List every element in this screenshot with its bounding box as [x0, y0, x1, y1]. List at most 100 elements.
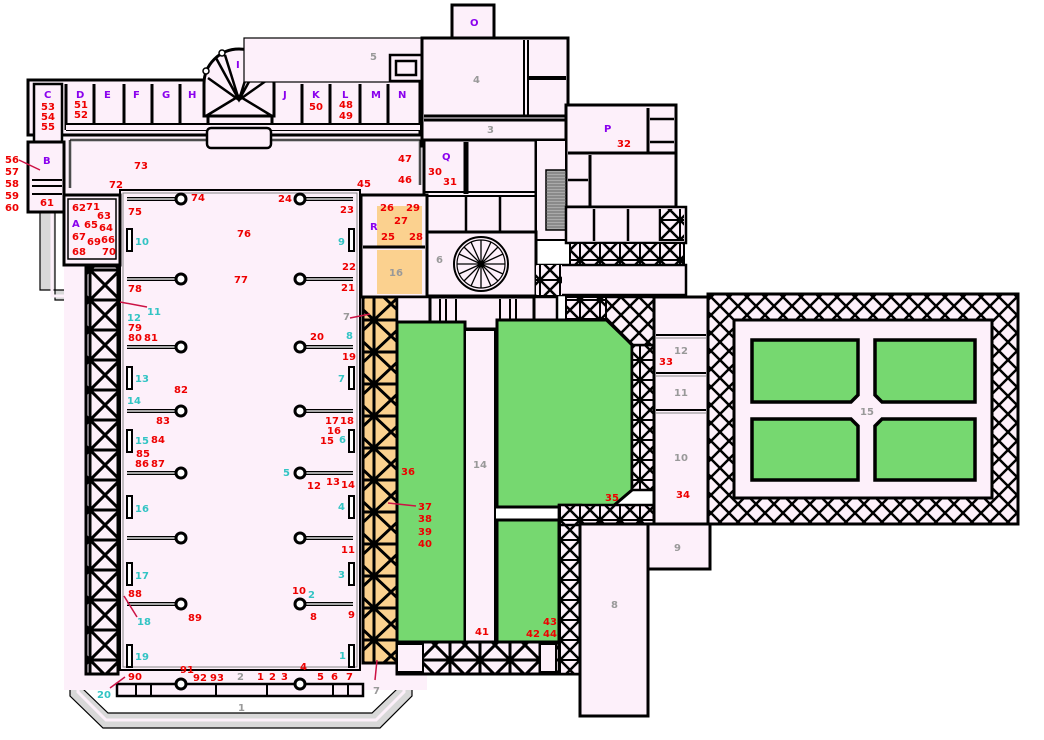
area-number-label: 1 [238, 703, 245, 714]
pier-number-label: 15 [135, 436, 149, 447]
item-number-label: 76 [237, 229, 251, 240]
area-number-label: 11 [674, 388, 688, 399]
item-number-label: 62 [72, 203, 86, 214]
item-number-label: 88 [128, 589, 142, 600]
item-number-label: 25 [381, 232, 395, 243]
item-number-label: 64 [99, 223, 113, 234]
room-letter-label: O [470, 18, 479, 29]
item-number-label: 49 [339, 111, 353, 122]
item-number-label: 75 [128, 207, 142, 218]
item-number-label: 50 [309, 102, 323, 113]
pier-number-label: 16 [135, 504, 149, 515]
item-number-label: 91 [180, 665, 194, 676]
area-number-label: 4 [473, 75, 480, 86]
item-number-label: 29 [406, 203, 420, 214]
area-number-label: 12 [674, 346, 688, 357]
cloister-15 [706, 292, 1020, 526]
item-number-label: 35 [605, 493, 619, 504]
item-number-label: 7 [346, 672, 353, 683]
item-number-label: 11 [341, 545, 355, 556]
item-number-label: 20 [310, 332, 324, 343]
item-number-label: 51 [74, 100, 88, 111]
room-letter-label: M [371, 90, 381, 101]
pier-number-label: 9 [338, 237, 345, 248]
item-number-label: 85 [136, 449, 150, 460]
room-letter-label: D [76, 90, 85, 101]
item-number-label: 61 [40, 198, 54, 209]
item-number-label: 39 [418, 527, 432, 538]
item-number-label: 83 [156, 416, 170, 427]
pier-number-label: 10 [135, 237, 149, 248]
pier-number-label: 2 [308, 590, 315, 601]
room-letter-label: B [43, 156, 51, 167]
item-number-label: 43 [543, 617, 557, 628]
pointer-lines [18, 159, 417, 689]
item-number-label: 74 [191, 193, 205, 204]
item-number-label: 27 [394, 216, 408, 227]
item-number-label: 9 [348, 610, 355, 621]
room-letter-label: A [72, 219, 80, 230]
area-number-label: 16 [389, 268, 403, 279]
item-number-label: 1 [257, 672, 264, 683]
item-number-label: 21 [341, 283, 355, 294]
room-letter-label: J [283, 90, 287, 101]
room-letter-label: Q [442, 152, 451, 163]
area-number-label: 5 [370, 52, 377, 63]
item-number-label: 8 [310, 612, 317, 623]
item-number-label: 22 [342, 262, 356, 273]
item-number-label: 47 [398, 154, 412, 165]
item-number-label: 58 [5, 179, 19, 190]
item-number-label: 42 [526, 629, 540, 640]
east-rooms [578, 295, 712, 718]
item-number-label: 69 [87, 237, 101, 248]
pier-number-label: 3 [338, 570, 345, 581]
item-number-label: 84 [151, 435, 165, 446]
pier-number-label: 12 [127, 313, 141, 324]
item-number-label: 70 [102, 247, 116, 258]
item-number-label: 2 [269, 672, 276, 683]
item-number-label: 31 [443, 177, 457, 188]
pier-number-label: 1 [339, 651, 346, 662]
area-number-label: 7 [343, 312, 350, 323]
item-number-label: 92 [193, 673, 207, 684]
room-letter-label: L [342, 90, 349, 101]
item-number-label: 44 [543, 629, 557, 640]
item-number-label: 17 [325, 416, 339, 427]
item-number-label: 66 [101, 235, 115, 246]
item-number-label: 57 [5, 167, 19, 178]
east-colonnade [361, 295, 399, 665]
item-number-label: 41 [475, 627, 489, 638]
pier-number-label: 13 [135, 374, 149, 385]
pier-number-label: 11 [147, 307, 161, 318]
room-letter-label: N [398, 90, 407, 101]
pier-number-label: 8 [346, 331, 353, 342]
item-number-label: 73 [134, 161, 148, 172]
hall-piers [126, 192, 355, 691]
item-number-label: 16 [327, 426, 341, 437]
room-letter-label: R [370, 222, 378, 233]
item-number-label: 77 [234, 275, 248, 286]
area-number-label: 2 [237, 672, 244, 683]
item-number-label: 32 [617, 139, 631, 150]
west-colonnade [84, 264, 120, 676]
item-number-label: 40 [418, 539, 432, 550]
lattice-strip [569, 242, 685, 266]
item-number-label: 15 [320, 436, 334, 447]
pier-number-label: 19 [135, 652, 149, 663]
item-number-label: 18 [340, 416, 354, 427]
item-number-label: 30 [428, 167, 442, 178]
item-number-label: 87 [151, 459, 165, 470]
item-number-label: 33 [659, 357, 673, 368]
item-number-label: 79 [128, 323, 142, 334]
area-number-label: 15 [860, 407, 874, 418]
item-number-label: 23 [340, 205, 354, 216]
item-number-label: 45 [357, 179, 371, 190]
item-number-label: 71 [86, 202, 100, 213]
item-number-label: 52 [74, 110, 88, 121]
item-number-label: 78 [128, 284, 142, 295]
pier-number-label: 5 [283, 468, 290, 479]
item-number-label: 80 [128, 333, 142, 344]
room-letter-label: G [162, 90, 171, 101]
item-number-label: 55 [41, 122, 55, 133]
item-number-label: 14 [341, 480, 355, 491]
